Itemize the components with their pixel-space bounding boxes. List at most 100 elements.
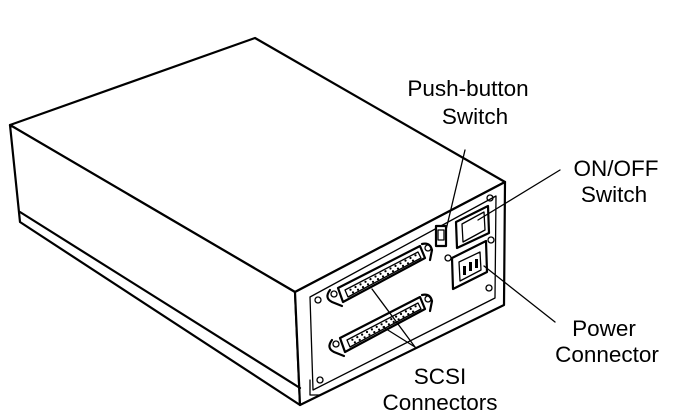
scsi-pin <box>391 270 395 273</box>
scsi-pin <box>409 256 412 260</box>
scsi-pin <box>384 270 387 273</box>
scsi-pin <box>369 278 372 281</box>
base-strip-lower <box>309 379 321 396</box>
screw-icon <box>424 295 432 303</box>
push-button-switch <box>434 224 448 248</box>
scsi-pin <box>394 264 397 267</box>
scsi-pin <box>364 280 367 283</box>
scsi-pin <box>365 330 369 334</box>
scsi-pin <box>386 272 390 275</box>
scsi-pin <box>396 267 400 270</box>
rocker-switch-housing <box>454 204 491 250</box>
screw-icon <box>424 244 432 252</box>
callout-lines <box>371 149 561 348</box>
scsi-connector-lower <box>328 293 434 358</box>
scsi-pin <box>351 291 355 294</box>
scsi-pin <box>404 310 407 313</box>
scsi-connector-shroud <box>344 251 422 298</box>
latch-icon <box>326 288 344 308</box>
scsi-pin <box>373 331 376 334</box>
scsi-pin <box>406 262 410 265</box>
latch-icon <box>328 338 346 358</box>
front-edge <box>294 291 301 406</box>
scsi-pins <box>351 305 417 344</box>
screw-icon <box>486 194 494 202</box>
rear-panel-details <box>309 194 497 391</box>
scsi-pin <box>401 264 405 267</box>
scsi-pin <box>370 328 373 331</box>
scsi-pin <box>399 262 402 265</box>
scsi-upper-leader <box>371 288 416 348</box>
on-off-label-line2: Switch <box>581 182 647 207</box>
scsi-label-line1: SCSI <box>414 364 467 389</box>
scsi-pin <box>387 323 390 326</box>
scsi-pin <box>399 312 403 316</box>
push-button-leader <box>445 149 466 231</box>
scsi-pin <box>397 318 400 321</box>
scsi-pin <box>358 338 361 341</box>
on-off-leader <box>477 169 561 221</box>
scsi-pin <box>349 288 352 291</box>
power-connector-label-line2: Connector <box>555 342 659 367</box>
scsi-pin <box>395 315 398 318</box>
screw-icon <box>485 284 493 292</box>
scsi-pin <box>376 278 380 281</box>
scsi-pin <box>353 341 356 344</box>
scsi-pin <box>366 283 370 286</box>
scsi-pin <box>392 320 395 323</box>
base-strip <box>18 210 302 390</box>
push-button-cap <box>437 229 445 241</box>
scsi-lower-leader <box>382 326 416 348</box>
scsi-pin <box>381 275 385 278</box>
scsi-label-line2: Connectors <box>382 390 497 415</box>
scsi-pin <box>374 275 377 278</box>
scsi-pin <box>356 288 360 291</box>
scsi-pin <box>354 285 357 289</box>
screw-icon <box>316 376 324 384</box>
screw-icon <box>487 236 495 244</box>
rocker-switch-paddle <box>461 211 486 243</box>
on-off-switch <box>454 204 491 250</box>
scsi-pins <box>349 254 417 294</box>
power-pin <box>463 266 466 275</box>
scsi-pin <box>414 305 417 308</box>
power-connector <box>444 236 495 291</box>
scsi-pin <box>361 286 365 289</box>
screw-icon <box>330 290 338 298</box>
scsi-pin <box>409 307 412 310</box>
power-pin <box>469 262 472 271</box>
callout-labels: Push-button Switch ON/OFF Switch Power C… <box>382 76 659 415</box>
power-connector-label-line1: Power <box>572 316 636 341</box>
scsi-pin <box>361 333 364 336</box>
scsi-pin <box>378 328 381 331</box>
scsi-pin <box>385 320 388 323</box>
scsi-connector-upper <box>326 242 434 308</box>
power-connector-leader <box>483 265 556 323</box>
rear-panel-inset <box>309 195 497 391</box>
scsi-pin <box>402 315 405 318</box>
power-inlet-socket <box>458 251 482 282</box>
push-button-label-line2: Switch <box>442 104 508 129</box>
scsi-pin <box>390 318 393 321</box>
scsi-pin <box>368 333 371 336</box>
scsi-pin <box>414 254 417 257</box>
scsi-pin <box>363 336 366 339</box>
scsi-pin <box>404 259 407 262</box>
screw-icon <box>314 296 322 304</box>
scsi-pin <box>351 338 354 341</box>
screw-icon <box>332 340 340 348</box>
scsi-pin <box>371 280 375 283</box>
scsi-pin <box>356 336 359 339</box>
on-off-label-line1: ON/OFF <box>574 156 659 181</box>
push-button-body <box>434 224 448 248</box>
scsi-pin <box>359 283 362 286</box>
screw-icon <box>444 254 452 262</box>
scsi-pin <box>379 272 382 275</box>
scsi-pin <box>389 267 392 270</box>
scsi-pin <box>380 323 383 326</box>
scsi-connector-shroud <box>346 302 422 348</box>
push-button-label-line1: Push-button <box>407 76 528 101</box>
power-pin <box>475 259 478 268</box>
scsi-pin <box>412 310 415 313</box>
